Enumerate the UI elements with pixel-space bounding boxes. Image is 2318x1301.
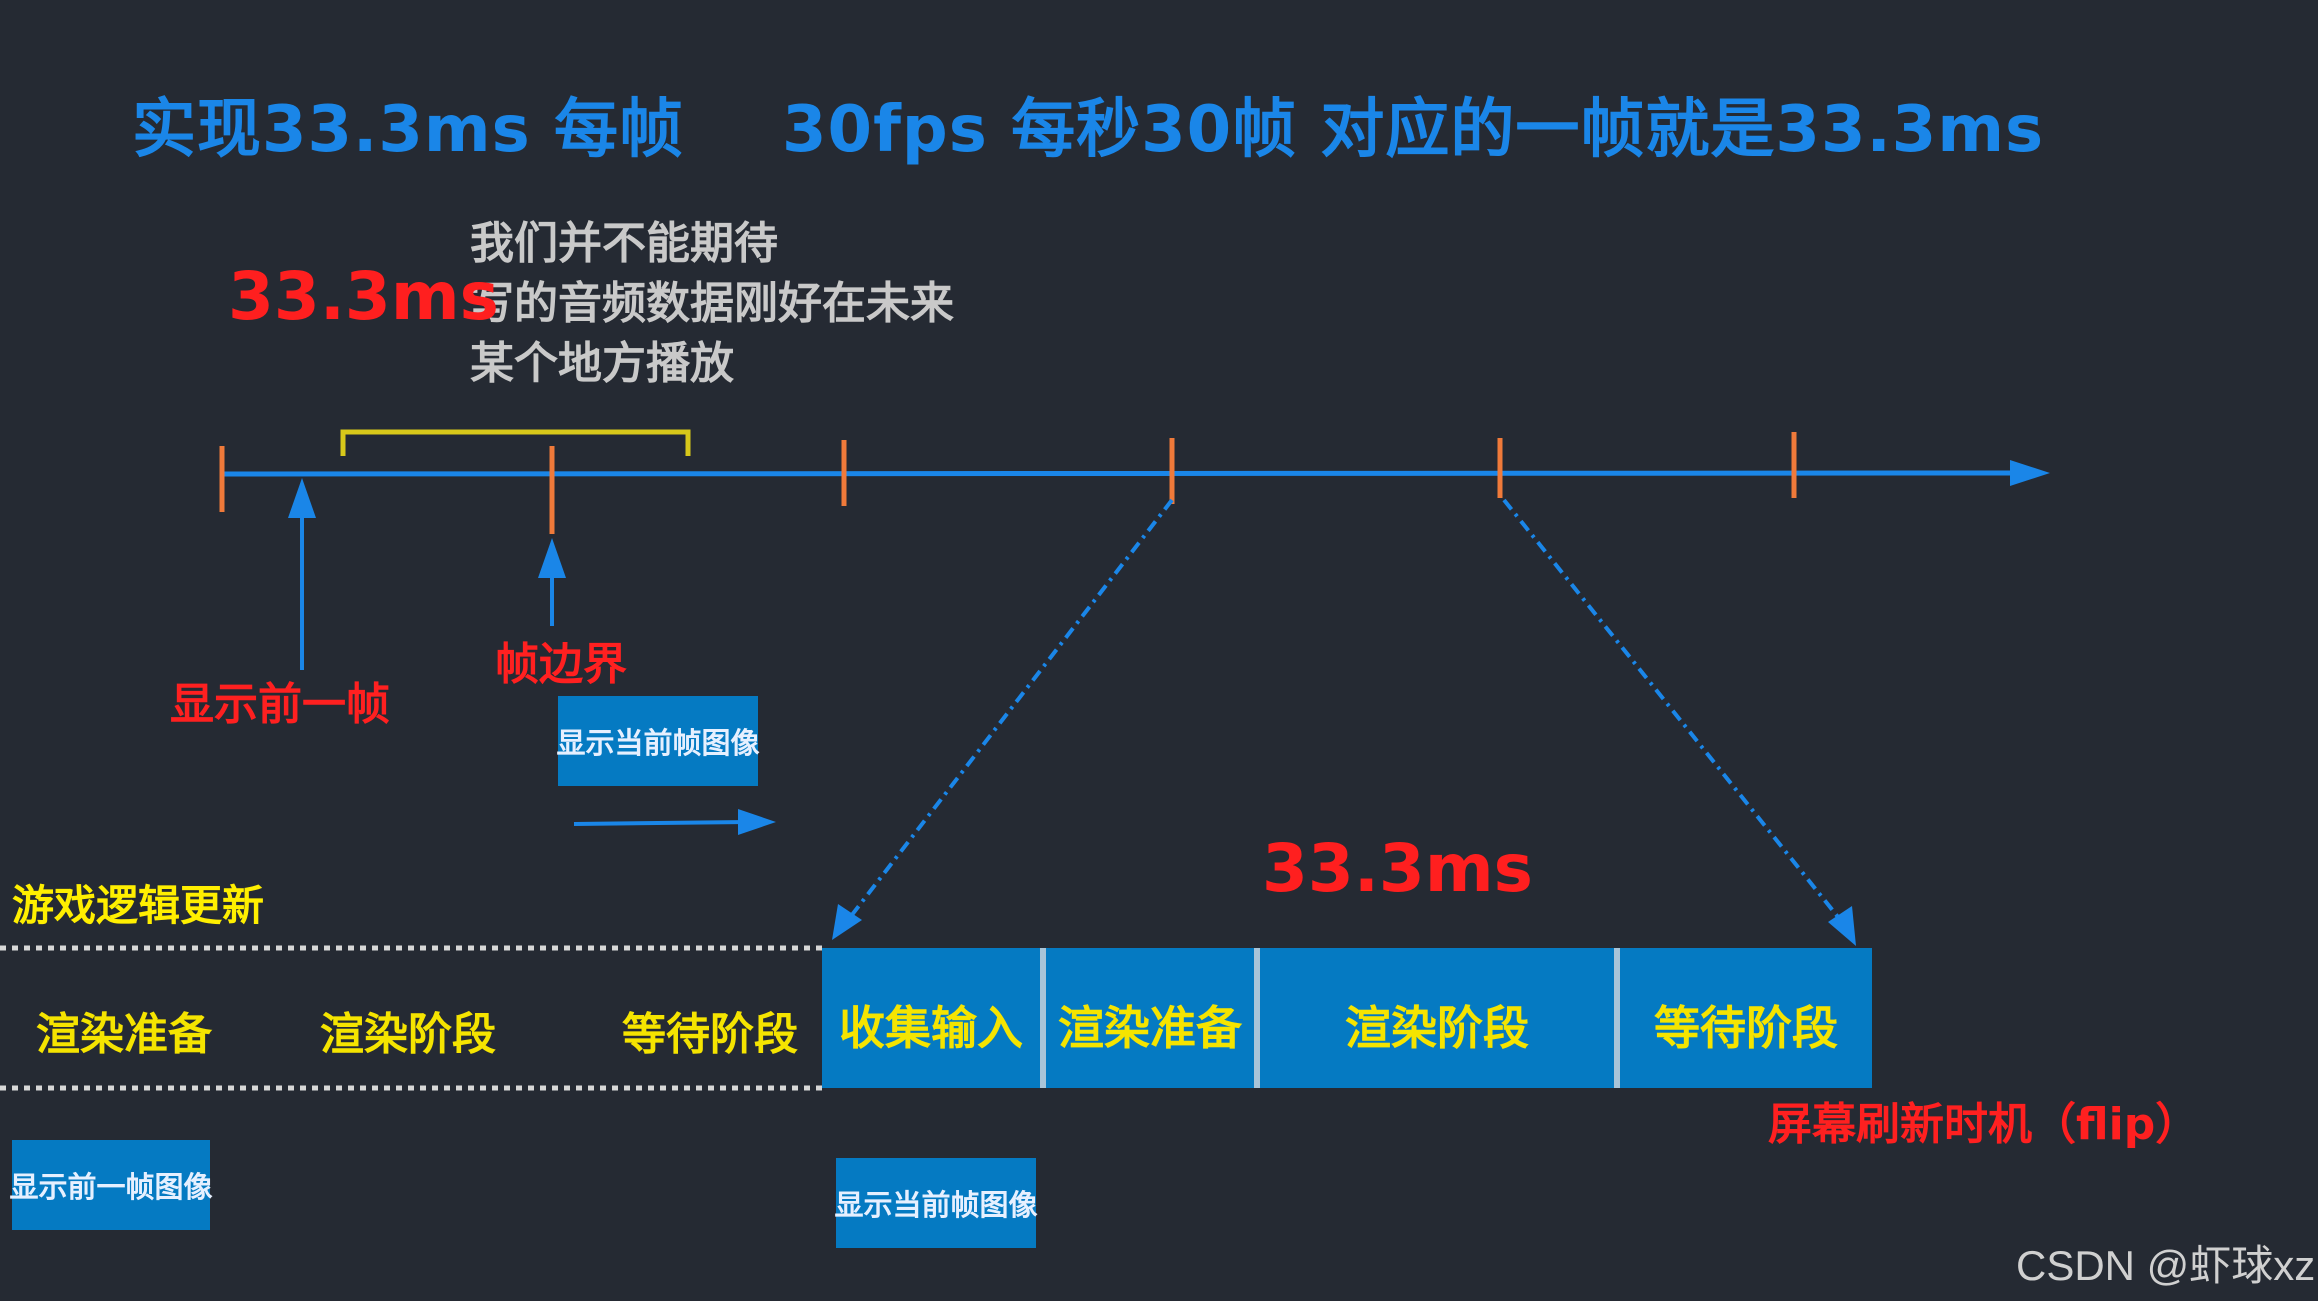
- show-current-frame-box-bottom: 显示当前帧图像: [834, 1158, 1038, 1248]
- note-line: 某个地方播放: [470, 338, 734, 389]
- box-label: 显示当前帧图像: [556, 726, 760, 760]
- duration-label-top: 33.3ms: [228, 258, 499, 335]
- timeline-axis: [221, 470, 2011, 477]
- segment-label: 渲染阶段: [1345, 1001, 1529, 1055]
- frame-segment-collect-input: 收集输入: [822, 948, 1040, 1088]
- watermark: CSDN @虾球xz: [2016, 1242, 2316, 1289]
- frame-segment-wait: 等待阶段: [1620, 948, 1872, 1088]
- phase-label: 渲染阶段: [320, 1009, 496, 1060]
- segment-divider: [1254, 948, 1260, 1088]
- audio-bracket: [340, 429, 691, 456]
- segment-label: 渲染准备: [1058, 1001, 1242, 1055]
- show-prev-frame-box: 显示前一帧图像: [9, 1140, 213, 1230]
- zoom-arrowhead-right: [1828, 906, 1856, 946]
- note-line: 我们并不能期待: [470, 218, 778, 269]
- timeline-arrowhead: [2010, 460, 2050, 486]
- segment-divider: [1040, 948, 1046, 1088]
- segment-label: 收集输入: [839, 1001, 1023, 1055]
- frame-segment-render: 渲染阶段: [1260, 948, 1614, 1088]
- zoom-line-left: [846, 498, 1174, 922]
- title-left: 实现33.3ms 每帧: [132, 93, 684, 167]
- progress-arrow: [573, 820, 749, 826]
- duration-label-frame: 33.3ms: [1262, 830, 1533, 907]
- frame-boundary-arrowhead: [538, 538, 566, 578]
- logic-update-label: 游戏逻辑更新: [12, 881, 265, 930]
- prev-frame-arrowhead: [288, 478, 316, 518]
- phase-label: 渲染准备: [36, 1009, 212, 1060]
- note-line: 写的音频数据刚好在未来: [470, 278, 954, 329]
- frame-boundary-label: 帧边界: [495, 639, 627, 690]
- box-label: 显示当前帧图像: [834, 1188, 1038, 1222]
- title-right: 30fps 每秒30帧 对应的一帧就是33.3ms: [782, 93, 2045, 167]
- segment-label: 等待阶段: [1654, 1001, 1838, 1055]
- phase-label: 等待阶段: [622, 1009, 798, 1060]
- frame-segment-render-prep: 渲染准备: [1046, 948, 1254, 1088]
- progress-arrowhead: [738, 809, 776, 835]
- flip-label: 屏幕刷新时机（flip）: [1768, 1099, 2200, 1150]
- box-label: 显示前一帧图像: [9, 1170, 213, 1204]
- segment-divider: [1614, 948, 1620, 1088]
- prev-frame-label: 显示前一帧: [170, 679, 390, 730]
- zoom-line-right: [1502, 498, 1844, 924]
- zoom-arrowhead-left: [832, 904, 862, 940]
- show-current-frame-box: 显示当前帧图像: [556, 696, 760, 786]
